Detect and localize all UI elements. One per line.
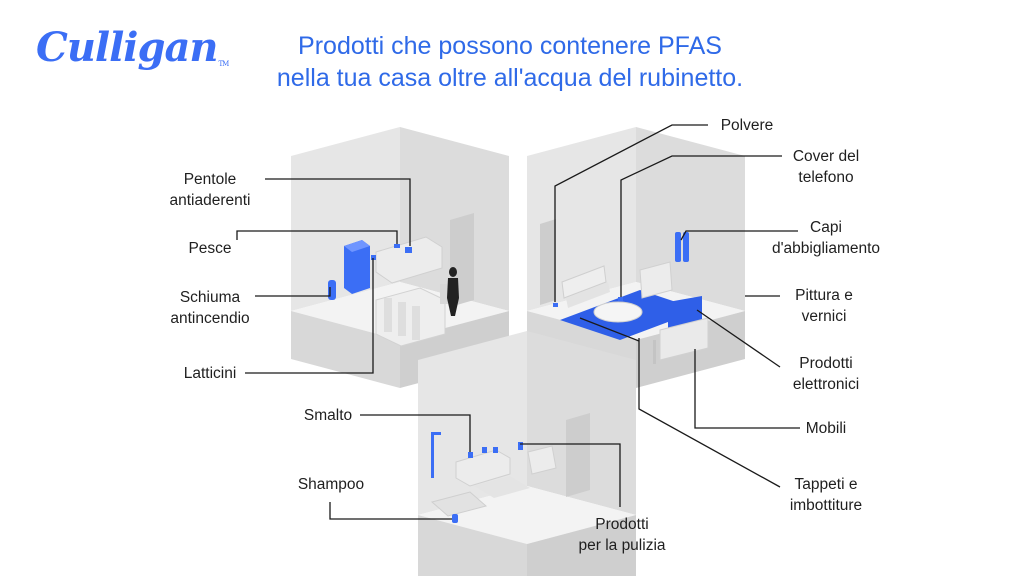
label-capi-abbigliamento: Capi d'abbigliamento (772, 217, 880, 259)
kitchen-room (291, 127, 509, 388)
callout-capi (680, 230, 798, 241)
label-pentole-line2: antiaderenti (169, 192, 251, 209)
label-pesce-line1: Pesce (188, 240, 232, 257)
label-schiuma-line2: antincendio (170, 310, 250, 327)
label-polvere-line1: Polvere (720, 117, 774, 134)
label-pittura-line1: Pittura e (795, 287, 853, 304)
title-line-2: nella tua casa oltre all'acqua del rubin… (276, 64, 744, 92)
label-capi-line2: d'abbigliamento (771, 240, 881, 257)
label-cover-line2: telefono (798, 169, 854, 186)
label-elettronici-line1: Prodotti (799, 355, 853, 372)
label-cover-telefono: Cover del telefono (793, 146, 859, 188)
label-latticini-line1: Latticini (183, 365, 237, 382)
callout-polvere (554, 124, 708, 302)
label-schiuma-antincendio: Schiuma antincendio (170, 287, 249, 329)
callout-elettronici (696, 309, 781, 368)
label-pulizia-line1: Prodotti (595, 516, 649, 533)
label-mobili: Mobili (806, 418, 846, 439)
label-shampoo-line1: Shampoo (297, 476, 365, 493)
label-pittura-line2: vernici (801, 308, 847, 325)
label-schiuma-line1: Schiuma (179, 289, 241, 306)
label-prodotti-elettronici: Prodotti elettronici (793, 353, 859, 395)
callout-tappeti-to-rug (579, 317, 640, 342)
label-capi-line1: Capi (810, 219, 842, 236)
label-tappeti-line2: imbottiture (789, 497, 863, 514)
title-line-1: Prodotti che possono contenere PFAS (298, 32, 722, 60)
callout-smalto (360, 414, 471, 452)
label-pulizia-line2: per la pulizia (578, 537, 666, 554)
label-smalto-line1: Smalto (303, 407, 353, 424)
label-pittura-vernici: Pittura e vernici (795, 285, 853, 327)
label-pentole-antiaderenti: Pentole antiaderenti (169, 169, 250, 211)
label-tappeti-line1: Tappeti e (794, 476, 858, 493)
label-mobili-line1: Mobili (805, 420, 847, 437)
culligan-logo: CulliganTM (36, 28, 229, 68)
bathroom (418, 331, 636, 576)
label-latticini: Latticini (184, 363, 237, 384)
label-tappeti-imbottiture: Tappeti e imbottiture (790, 474, 862, 516)
label-pentole-line1: Pentole (183, 171, 237, 188)
callout-lines (236, 124, 800, 520)
callout-pentole (265, 178, 411, 246)
label-cover-line1: Cover del (792, 148, 860, 165)
callout-schiuma (255, 287, 331, 297)
logo-wordmark: Culligan (36, 24, 218, 71)
callout-latticini (245, 258, 374, 374)
label-smalto: Smalto (304, 405, 352, 426)
callout-pesce (236, 230, 398, 244)
label-prodotti-pulizia: Prodotti per la pulizia (578, 514, 665, 556)
callout-tappeti (638, 338, 781, 488)
label-polvere: Polvere (721, 115, 774, 136)
label-pesce: Pesce (188, 238, 231, 259)
callout-pulizia (520, 443, 621, 507)
label-shampoo: Shampoo (298, 474, 364, 495)
trademark-mark: TM (218, 60, 229, 68)
callout-cover (620, 155, 782, 297)
callout-mobili (694, 349, 800, 429)
callout-shampoo (329, 502, 452, 520)
label-elettronici-line2: elettronici (792, 376, 860, 393)
